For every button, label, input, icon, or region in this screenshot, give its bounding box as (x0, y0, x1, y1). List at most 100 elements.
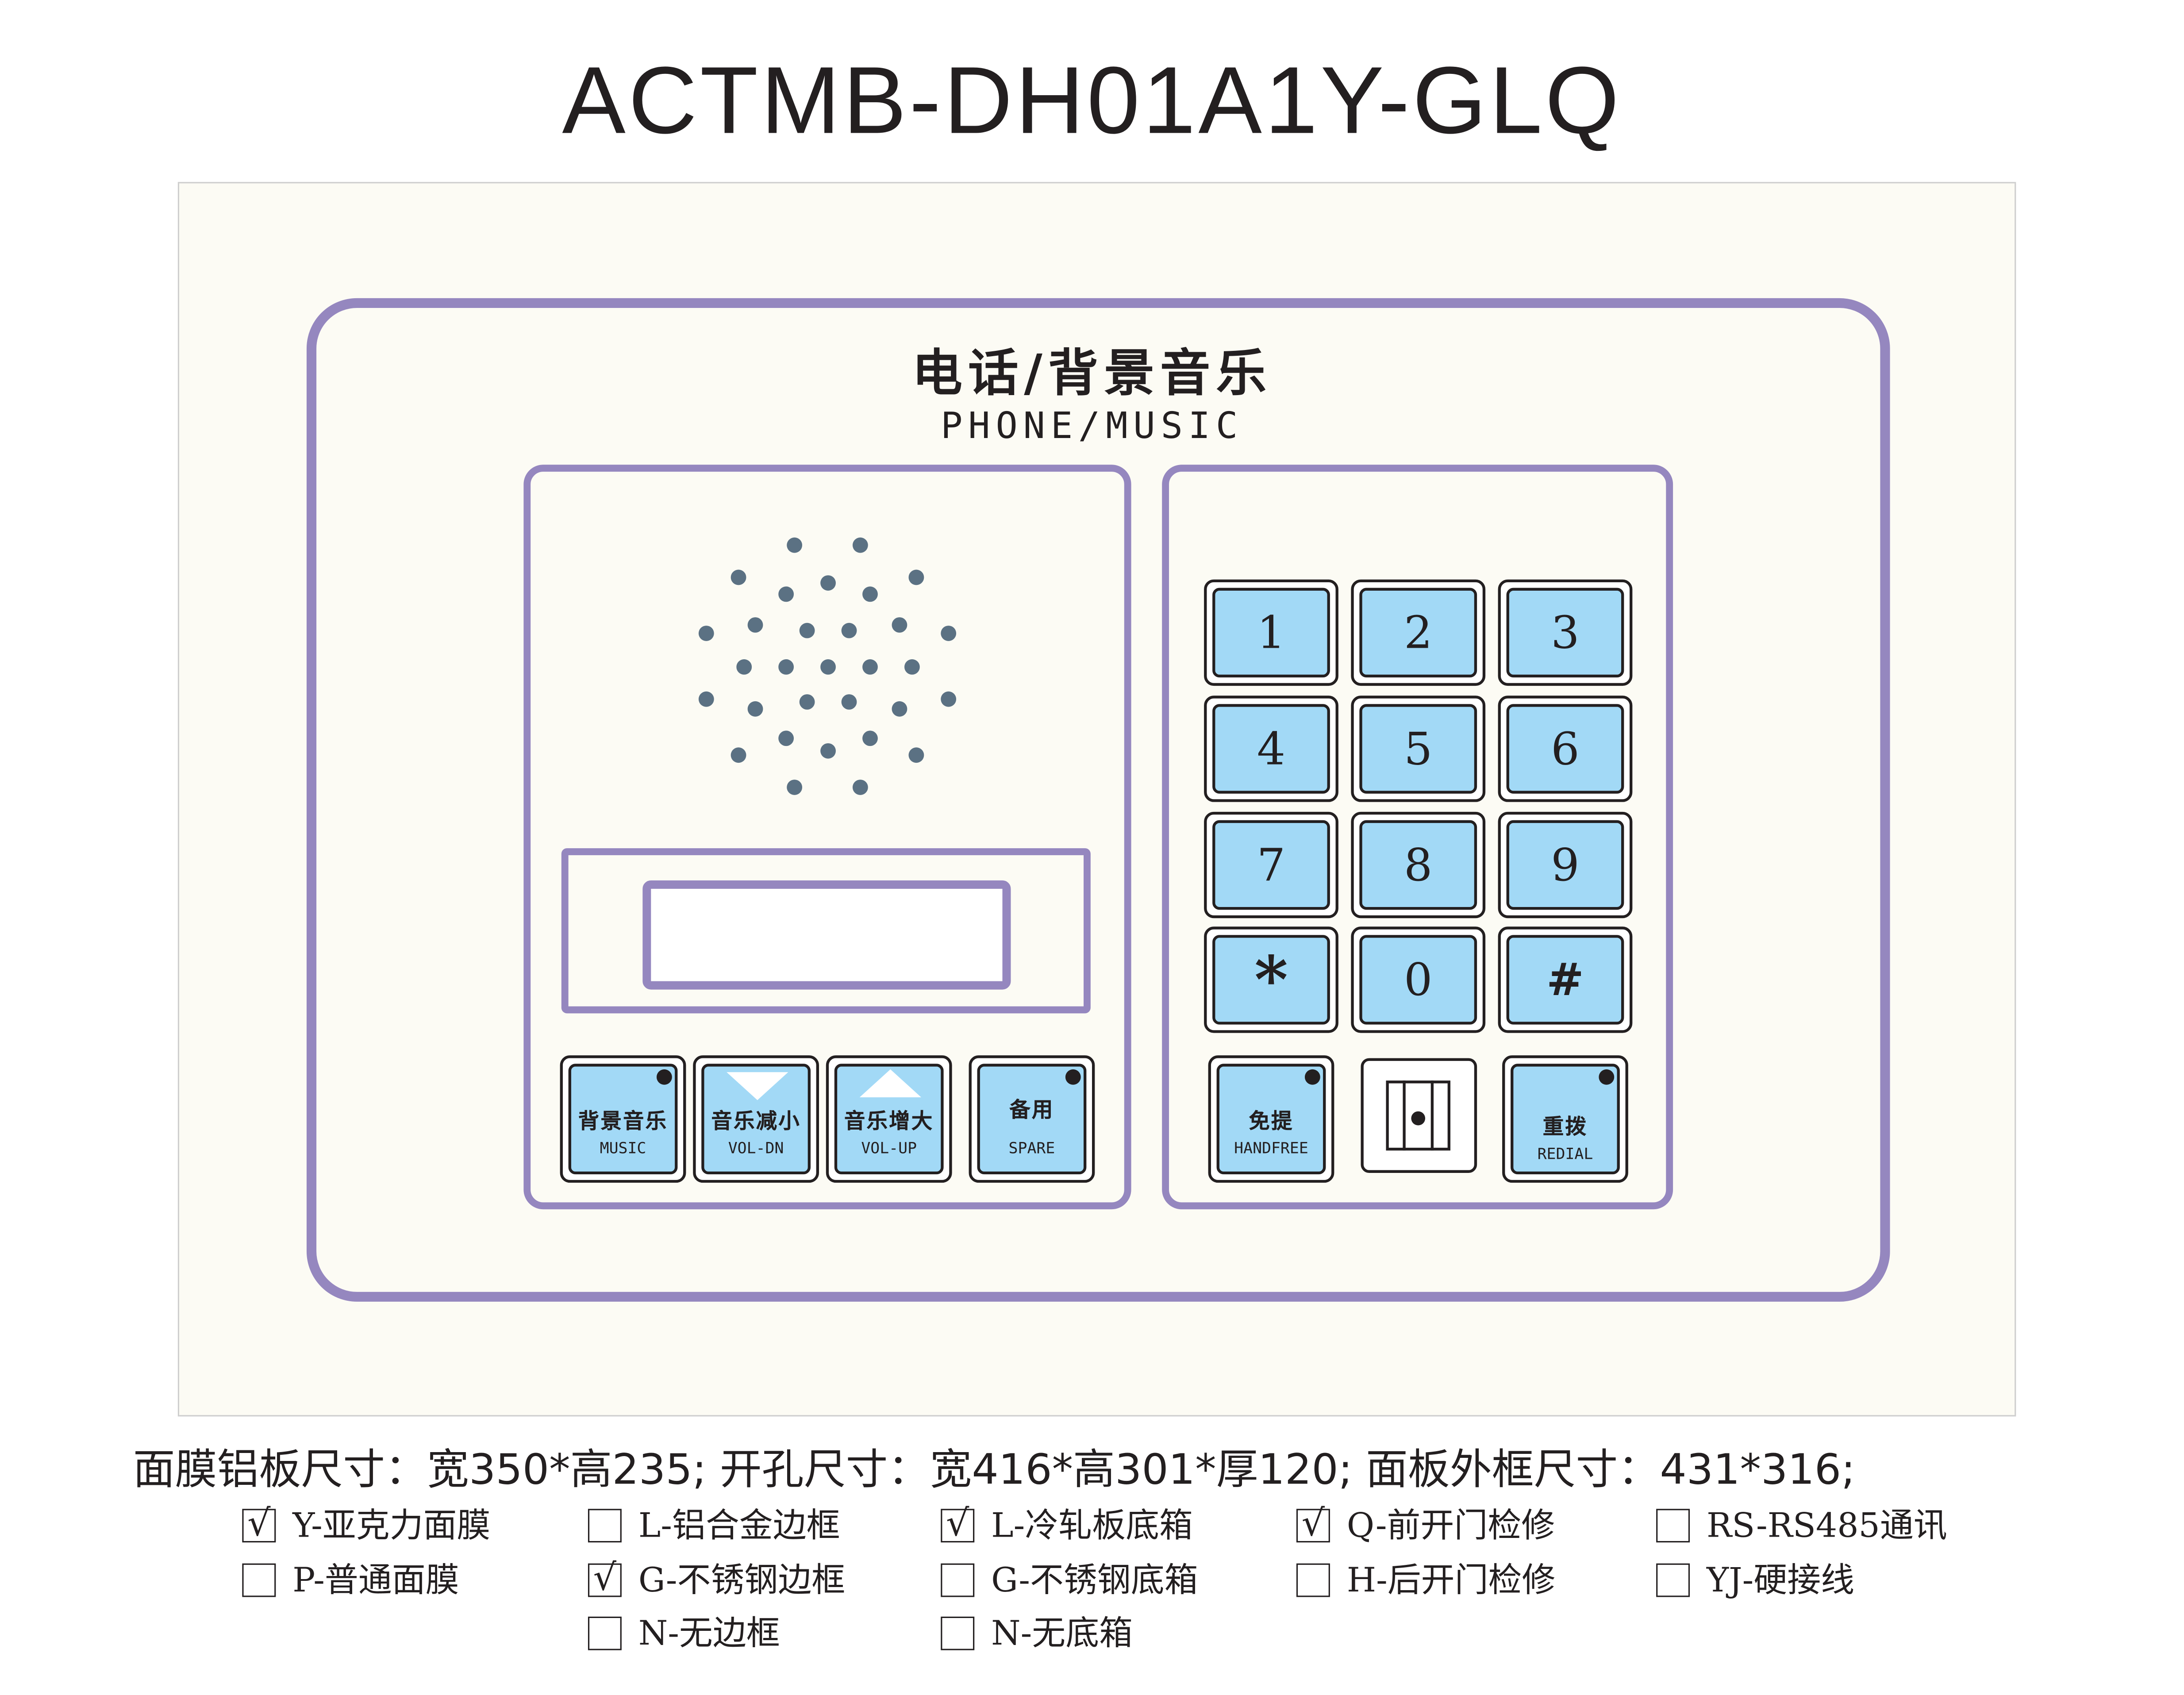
indicator-led (656, 1069, 672, 1085)
grille-hole (941, 691, 957, 707)
option-label: Q-前开门检修 (1346, 1506, 1555, 1545)
grille-hole (819, 574, 835, 590)
keypad-key[interactable]: 4 (1204, 696, 1338, 802)
checkbox[interactable]: √ (588, 1560, 622, 1597)
vol-up-label-en: VOL-UP (861, 1139, 917, 1158)
grille-hole (908, 569, 924, 585)
option-item: RS-RS485通讯 (1656, 1509, 1947, 1543)
option-item: √ Y-亚克力面膜 (242, 1506, 491, 1545)
option-label: N-无边框 (638, 1614, 780, 1653)
checkbox[interactable]: √ (242, 1506, 276, 1542)
grille-hole (731, 747, 746, 763)
grille-hole (861, 658, 877, 674)
option-label: H-后开门检修 (1346, 1560, 1556, 1600)
keypad-key[interactable]: 2 (1351, 579, 1486, 686)
vol-up-button[interactable]: 音乐增大 VOL-UP (826, 1055, 952, 1183)
option-label: P-普通面膜 (292, 1560, 459, 1600)
spare-label-cn: 备用 (1009, 1097, 1054, 1123)
indicator-led (1304, 1069, 1320, 1085)
option-label: G-不锈钢边框 (638, 1560, 846, 1600)
grille-hole (908, 747, 924, 763)
keypad-key-label: 6 (1506, 704, 1624, 794)
model-title: ACTMB-DH01A1Y-GLQ (562, 47, 1622, 154)
music-button[interactable]: 背景音乐 MUSIC (560, 1055, 686, 1183)
indicator-led (1065, 1069, 1081, 1085)
keypad-key-label: * (1212, 935, 1330, 1025)
grille-hole (819, 742, 835, 758)
option-item: √ G-不锈钢边框 (588, 1560, 846, 1600)
grille-hole (861, 586, 877, 601)
spare-label-en: SPARE (1008, 1139, 1055, 1158)
vol-up-label-cn: 音乐增大 (844, 1108, 934, 1134)
keypad-key-label: 1 (1212, 588, 1330, 678)
option-label: N-无底箱 (991, 1614, 1133, 1653)
checkbox[interactable] (941, 1563, 975, 1597)
keypad-key[interactable]: 3 (1498, 579, 1633, 686)
option-item: √ Q-前开门检修 (1296, 1506, 1555, 1545)
grille-hole (787, 537, 803, 553)
keypad-key-label: 4 (1212, 704, 1330, 794)
keypad-key-label: 8 (1359, 820, 1477, 910)
option-label: Y-亚克力面膜 (292, 1506, 491, 1545)
keypad-key[interactable]: 8 (1351, 811, 1486, 919)
spec-dimensions: 面膜铝板尺寸：宽350*高235; 开孔尺寸：宽416*高301*厚120; 面… (133, 1445, 1856, 1495)
checkbox[interactable] (1656, 1563, 1690, 1597)
grille-hole (735, 658, 751, 674)
redial-label-cn: 重拨 (1542, 1114, 1588, 1140)
keypad-key-label: 2 (1359, 588, 1477, 678)
option-item: N-无边框 (588, 1614, 780, 1653)
option-item: YJ-硬接线 (1656, 1560, 1855, 1600)
keypad-key[interactable]: 1 (1204, 579, 1338, 686)
microphone (1361, 1058, 1477, 1173)
keypad-key-label: 3 (1506, 588, 1624, 678)
checkbox[interactable] (588, 1616, 622, 1650)
arrow-up-icon (859, 1069, 921, 1098)
keypad-key[interactable]: 0 (1351, 926, 1486, 1033)
grille-hole (747, 700, 762, 716)
checkbox[interactable] (242, 1563, 276, 1597)
handfree-label-en: HANDFREE (1234, 1139, 1308, 1158)
vol-dn-button[interactable]: 音乐减小 VOL-DN (693, 1055, 819, 1183)
option-label: G-不锈钢底箱 (991, 1560, 1198, 1600)
checkbox[interactable] (588, 1509, 622, 1543)
checkbox[interactable]: √ (941, 1506, 975, 1542)
panel-frame (306, 298, 1890, 1302)
option-item: N-无底箱 (941, 1614, 1133, 1653)
grille-hole (904, 658, 919, 674)
keypad-key-label: # (1506, 935, 1624, 1025)
keypad-key[interactable]: 9 (1498, 811, 1633, 919)
grille-hole (698, 626, 714, 642)
option-item: H-后开门检修 (1296, 1560, 1556, 1600)
keypad-key[interactable]: 7 (1204, 811, 1338, 919)
option-item: G-不锈钢底箱 (941, 1560, 1198, 1600)
option-label: YJ-硬接线 (1707, 1560, 1855, 1600)
keypad-key[interactable]: # (1498, 926, 1633, 1033)
redial-button[interactable]: 重拨 REDIAL (1502, 1055, 1628, 1183)
redial-label-en: REDIAL (1537, 1145, 1593, 1163)
music-label-en: MUSIC (600, 1139, 646, 1158)
option-item: L-铝合金边框 (588, 1509, 840, 1543)
grille-hole (731, 569, 746, 585)
grille-hole (852, 780, 868, 796)
checkbox[interactable] (1656, 1509, 1690, 1543)
keypad-key-label: 5 (1359, 704, 1477, 794)
handfree-button[interactable]: 免提 HANDFREE (1208, 1055, 1334, 1183)
checkbox[interactable] (941, 1616, 975, 1650)
vol-dn-label-cn: 音乐减小 (711, 1108, 801, 1134)
checkbox[interactable] (1296, 1563, 1330, 1597)
option-item: √L-冷轧板底箱 (941, 1506, 1193, 1542)
arrow-down-icon (727, 1072, 788, 1100)
keypad-key[interactable]: * (1204, 926, 1338, 1033)
grille-hole (777, 658, 793, 674)
keypad-key-label: 0 (1359, 935, 1477, 1025)
keypad-key[interactable]: 5 (1351, 696, 1486, 802)
checkbox[interactable]: √ (1296, 1506, 1330, 1542)
keypad-key-label: 7 (1212, 820, 1330, 910)
keypad-key[interactable]: 6 (1498, 696, 1633, 802)
spare-button[interactable]: 备用 SPARE (969, 1055, 1095, 1183)
grille-hole (698, 691, 714, 707)
display-bezel (561, 848, 1091, 1014)
music-label-cn: 背景音乐 (578, 1108, 668, 1134)
option-item: P-普通面膜 (242, 1560, 459, 1600)
